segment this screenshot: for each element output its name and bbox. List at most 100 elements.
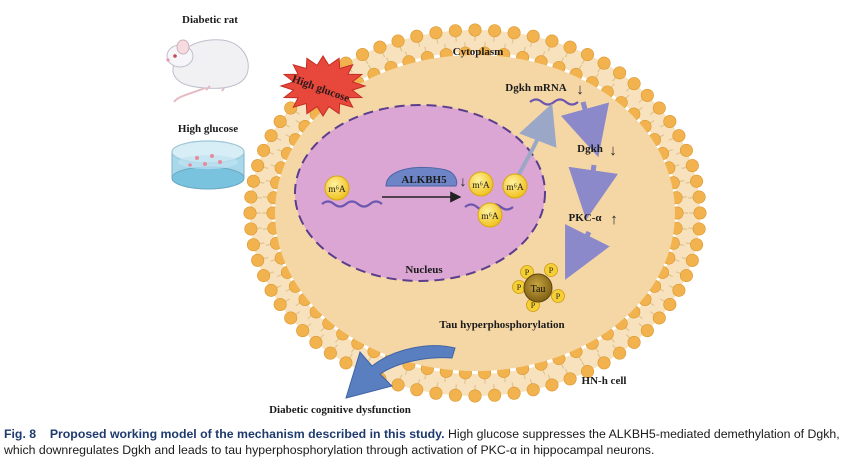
lipid-head <box>692 222 706 236</box>
lipid-head <box>613 346 627 360</box>
lipid-head <box>391 34 405 48</box>
cascade-arrow-2 <box>568 164 618 220</box>
lipid-head <box>323 346 337 360</box>
alkbh5-label: ALKBH5 <box>401 174 447 186</box>
lipid-head <box>243 206 257 220</box>
m6a-label-4: m⁶A <box>481 212 499 222</box>
lipid-head <box>355 48 369 62</box>
tau-hyperphosphorylation-label: Tau hyperphosphorylation <box>439 319 564 331</box>
petri-dish-icon <box>171 140 245 190</box>
lipid-head <box>296 324 310 338</box>
diabetic-rat-label: Diabetic rat <box>182 14 238 26</box>
phosphate-group-2: P <box>544 263 558 277</box>
rat-icon <box>166 39 249 103</box>
lipid-head <box>488 388 502 402</box>
phosphate-label-1: P <box>525 268 530 277</box>
lipid-head <box>244 190 258 204</box>
lipid-head <box>251 159 265 173</box>
phosphate-group-1: P <box>520 265 534 279</box>
high-glucose-dish-label: High glucose <box>178 123 238 135</box>
m6a-mark-1: m⁶A <box>324 175 350 201</box>
dgkh-mrna-label: Dgkh mRNA <box>505 82 566 94</box>
lipid-head <box>692 190 706 204</box>
nucleus <box>294 104 546 282</box>
lipid-head <box>468 23 482 37</box>
lipid-head <box>580 48 594 62</box>
lipid-head <box>652 101 666 115</box>
rna-strand-left <box>321 200 383 208</box>
lipid-head <box>563 40 577 54</box>
m6a-mark-4: m⁶A <box>477 202 503 228</box>
phosphate-group-3: P <box>512 280 526 294</box>
cascade-arrow-1 <box>560 101 610 158</box>
lipid-head <box>246 174 260 188</box>
lipid-head <box>685 253 699 267</box>
lipid-head <box>693 206 707 220</box>
pkc-up-arrow: ↑ <box>610 212 618 228</box>
phosphate-label-5: P <box>531 301 536 310</box>
lipid-head <box>690 238 704 252</box>
lipid-head <box>640 88 654 102</box>
lipid-head <box>663 297 677 311</box>
lipid-head <box>391 378 405 392</box>
lipid-head <box>309 335 323 349</box>
lipid-head <box>429 26 443 40</box>
lipid-head <box>284 311 298 325</box>
tau-protein: P P P P P Tau <box>512 263 565 312</box>
lipid-head <box>257 143 271 157</box>
nucleus-label: Nucleus <box>405 264 443 276</box>
lipid-head <box>545 34 559 48</box>
lipid-head <box>244 222 258 236</box>
phosphate-group-4: P <box>551 289 565 303</box>
lipid-head <box>597 56 611 70</box>
dgkh-mrna-down-arrow: ↓ <box>576 82 584 98</box>
hn-h-cell-label: HN-h cell <box>582 375 627 387</box>
lipid-head <box>448 388 462 402</box>
dgkh-label: Dgkh <box>577 143 603 155</box>
cascade-arrow-3 <box>565 223 610 280</box>
lipid-head <box>690 174 704 188</box>
lipid-head <box>580 364 594 378</box>
phosphate-label-3: P <box>517 283 522 292</box>
lipid-head <box>246 238 260 252</box>
lipid-head <box>672 129 686 143</box>
lipid-head <box>526 383 540 397</box>
lipid-head <box>507 26 521 40</box>
lipid-head <box>640 324 654 338</box>
cytoplasm-label: Cytoplasm <box>453 46 504 58</box>
alkbh5-protein: ALKBH5 <box>385 166 458 187</box>
lipid-head <box>410 29 424 43</box>
high-glucose-burst: High glucose <box>279 55 367 117</box>
lipid-head <box>264 283 278 297</box>
lipid-head <box>468 389 482 403</box>
lipid-head <box>488 24 502 38</box>
lipid-head <box>663 115 677 129</box>
m6a-label-1: m⁶A <box>328 185 346 195</box>
pkc-label: PKC-α <box>568 212 602 224</box>
lipid-head <box>679 269 693 283</box>
phosphate-label-4: P <box>556 292 561 301</box>
lipid-head <box>652 311 666 325</box>
m6a-label-3: m⁶A <box>506 183 524 193</box>
lipid-head <box>284 101 298 115</box>
lipid-head <box>545 378 559 392</box>
lipid-head <box>257 269 271 283</box>
alkbh5-down-arrow: ↓ <box>460 175 467 190</box>
cognitive-dysfunction-label: Diabetic cognitive dysfunction <box>269 404 411 416</box>
m6a-mark-3: m⁶A <box>502 173 528 199</box>
m6a-label-2: m⁶A <box>472 181 490 191</box>
lipid-head <box>627 335 641 349</box>
lipid-head <box>264 129 278 143</box>
tau-label: Tau <box>531 284 546 295</box>
dgkh-down-arrow: ↓ <box>609 143 617 159</box>
lipid-head <box>273 115 287 129</box>
lipid-head <box>429 386 443 400</box>
caption-title: Proposed working model of the mechanism … <box>49 427 445 441</box>
lipid-head <box>597 356 611 370</box>
lipid-head <box>448 24 462 38</box>
lipid-head <box>685 159 699 173</box>
lipid-head <box>627 77 641 91</box>
lipid-head <box>410 383 424 397</box>
